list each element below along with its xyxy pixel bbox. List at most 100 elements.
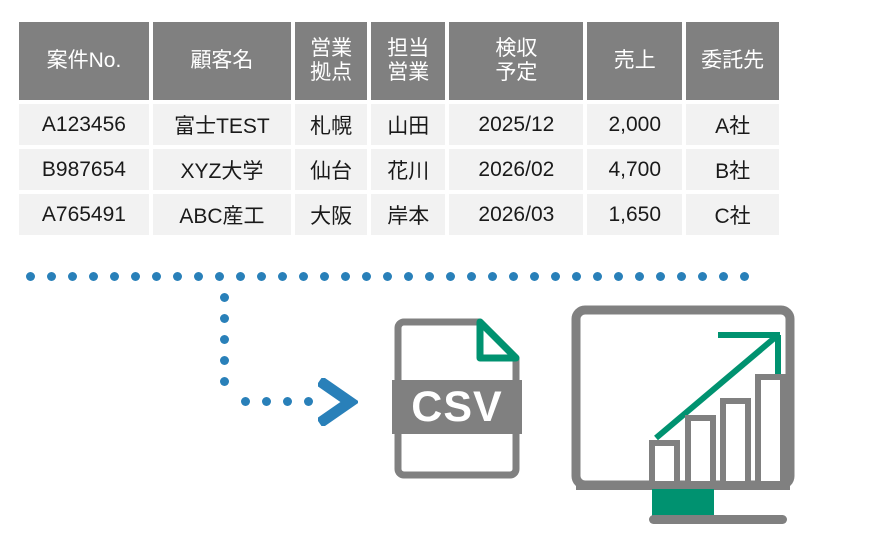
flow-dot-horizontal [67,271,77,281]
cell-case-no: B987654 [19,149,149,190]
cell-branch: 仙台 [295,149,368,190]
flow-dot-horizontal [193,271,203,281]
flow-dot-horizontal [676,271,686,281]
header-line-2: 予定 [495,61,538,84]
flow-dot-horizontal [109,271,119,281]
cell-vendor: B社 [686,149,779,190]
cell-sales: 1,650 [587,194,683,235]
flow-dot-horizontal [634,271,644,281]
flow-dot-vertical [219,313,229,323]
header-line-1: 担当 [387,37,430,61]
flow-dot-horizontal [214,271,224,281]
monitor-chart-icon [571,305,795,524]
flow-dot-horizontal [256,271,266,281]
flow-dot-horizontal [487,271,497,281]
column-header-vendor: 委託先 [686,22,779,100]
flow-dot-horizontal [613,271,623,281]
flow-dot-horizontal [340,271,350,281]
flow-dot-horizontal [424,271,434,281]
table-row: A123456 富士TEST 札幌 山田 2025/12 2,000 A社 [19,104,779,145]
cell-rep: 花川 [371,149,446,190]
table-row: A765491 ABC産工 大阪 岸本 2026/03 1,650 C社 [19,194,779,235]
flow-dot-horizontal [46,271,56,281]
cell-branch: 大阪 [295,194,368,235]
monitor-stand [652,489,714,517]
flow-dot-horizontal [445,271,455,281]
flow-dot-lower [261,396,271,406]
cell-due: 2025/12 [449,104,584,145]
chart-bar-2 [685,415,716,488]
flow-dot-horizontal [382,271,392,281]
table-body: A123456 富士TEST 札幌 山田 2025/12 2,000 A社 B9… [19,104,779,235]
flow-dot-horizontal [571,271,581,281]
flow-dot-horizontal [508,271,518,281]
header-line-1: 顧客名 [190,49,254,73]
flow-dot-horizontal [718,271,728,281]
cell-case-no: A765491 [19,194,149,235]
flow-dot-horizontal [739,271,749,281]
chart-bar-4 [755,374,786,488]
flow-dot-vertical [219,376,229,386]
csv-label-band [392,380,522,434]
cell-rep: 山田 [371,104,446,145]
column-header-case-no: 案件No. [19,22,149,100]
flow-dot-horizontal [130,271,140,281]
column-header-branch: 営業 拠点 [295,22,368,100]
flow-dot-horizontal [172,271,182,281]
flow-dot-horizontal [592,271,602,281]
cell-sales: 2,000 [587,104,683,145]
table-header: 案件No. 顧客名 営業 拠点 担当 営業 検収 予定 売上 [19,22,779,100]
table-row: B987654 XYZ大学 仙台 花川 2026/02 4,700 B社 [19,149,779,190]
flow-dot-horizontal [151,271,161,281]
cell-customer: XYZ大学 [152,149,291,190]
flow-dot-horizontal [529,271,539,281]
monitor-bottom-bezel [576,481,790,490]
cell-case-no: A123456 [19,104,149,145]
flow-dot-horizontal [25,271,35,281]
chart-bar-1 [649,440,680,488]
cell-customer: 富士TEST [152,104,291,145]
header-line-1: 委託先 [701,49,765,73]
flow-dot-horizontal [88,271,98,281]
header-line-1: 案件No. [46,49,122,73]
csv-corner-fold [476,318,520,362]
cell-vendor: C社 [686,194,779,235]
header-line-1: 売上 [613,49,656,73]
project-data-table: 案件No. 顧客名 営業 拠点 担当 営業 検収 予定 売上 [15,18,783,239]
flow-dot-vertical [219,334,229,344]
table-header-row: 案件No. 顧客名 営業 拠点 担当 営業 検収 予定 売上 [19,22,779,100]
flow-dot-horizontal [319,271,329,281]
flow-dot-lower [282,396,292,406]
column-header-rep: 担当 営業 [371,22,446,100]
csv-file-icon [392,318,522,479]
header-line-1: 営業 [310,37,353,61]
column-header-sales: 売上 [587,22,683,100]
flow-dot-horizontal [361,271,371,281]
flow-dot-horizontal [403,271,413,281]
flow-dot-horizontal [235,271,245,281]
flow-dot-horizontal [466,271,476,281]
flow-dot-lower [303,396,313,406]
cell-customer: ABC産工 [152,194,291,235]
flow-dot-horizontal [298,271,308,281]
column-header-customer: 顧客名 [152,22,291,100]
cell-due: 2026/02 [449,149,584,190]
header-line-1: 検収 [495,37,538,61]
header-line-2: 拠点 [310,61,353,84]
chart-bar-3 [720,398,751,488]
column-header-due-date: 検収 予定 [449,22,584,100]
flow-dot-lower [240,396,250,406]
flow-dot-vertical [219,292,229,302]
flow-dot-vertical [219,355,229,365]
flow-dot-horizontal [655,271,665,281]
monitor-base [649,515,787,524]
cell-due: 2026/03 [449,194,584,235]
cell-branch: 札幌 [295,104,368,145]
flow-dot-horizontal [277,271,287,281]
flow-dot-horizontal [550,271,560,281]
header-line-2: 営業 [387,61,430,84]
cell-sales: 4,700 [587,149,683,190]
flow-dot-horizontal [697,271,707,281]
cell-vendor: A社 [686,104,779,145]
